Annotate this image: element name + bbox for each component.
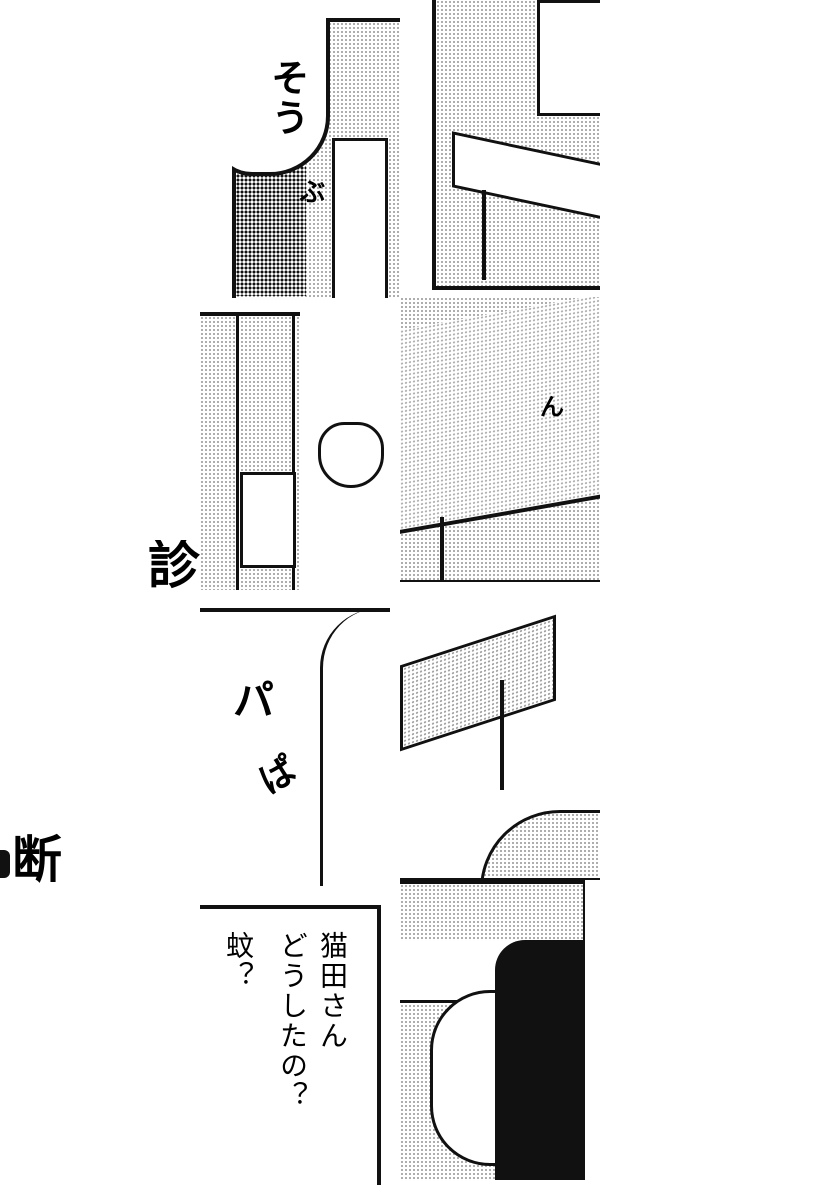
cabinet [537, 0, 600, 116]
sfx-pa-2: ぱ [247, 750, 302, 804]
cat-head [318, 422, 384, 488]
dialogue-line-1: 猫田さん [316, 931, 349, 1051]
figure-shoulder [480, 810, 600, 880]
desk-leg [440, 517, 444, 582]
desk-leg [500, 680, 504, 790]
panel-edge [400, 880, 585, 884]
dialogue-line-2: どうしたの？ [276, 931, 309, 1111]
panel-edge [583, 880, 585, 1180]
manga-panel-desk-lower [400, 590, 600, 880]
dialogue-line-3: 蚊？ [222, 931, 255, 991]
panel-frame [200, 905, 381, 1185]
character-hair [495, 940, 585, 1180]
desk-surface [400, 297, 600, 534]
panel-edge [200, 608, 390, 612]
panel-frame [432, 0, 600, 290]
door-line [292, 312, 295, 590]
door-line [236, 312, 239, 590]
desk [400, 614, 556, 752]
manga-panel-desk-mid: ん [400, 297, 600, 582]
manga-panel-pa: パ ぱ [200, 608, 390, 886]
sfx-pa-1: パ [226, 678, 275, 722]
dark-tone-area [236, 166, 306, 296]
sfx-text: ぶ [295, 178, 325, 206]
cabinet [332, 138, 388, 298]
title-fragment-partial [0, 850, 10, 878]
title-fragment-2: 断 [12, 831, 62, 889]
panel-edge [400, 878, 600, 880]
open-drawer [240, 472, 296, 568]
manga-panel-cabinet-cat [200, 312, 400, 590]
manga-panel-question: 猫田さん どうしたの？ 蚊？ [200, 905, 385, 1185]
manga-panel-character [400, 880, 585, 1180]
figure-outline [320, 608, 390, 886]
panel-edge [400, 580, 600, 582]
manga-panel-desk-top [432, 0, 600, 290]
speech-bubble [232, 18, 330, 176]
title-fragment-1: 診 [148, 540, 200, 590]
manga-panel-sou: そう ぶ [232, 18, 400, 298]
speech-text: そう [265, 58, 309, 138]
desk-leg [482, 190, 486, 280]
sfx-n: ん [540, 393, 564, 421]
